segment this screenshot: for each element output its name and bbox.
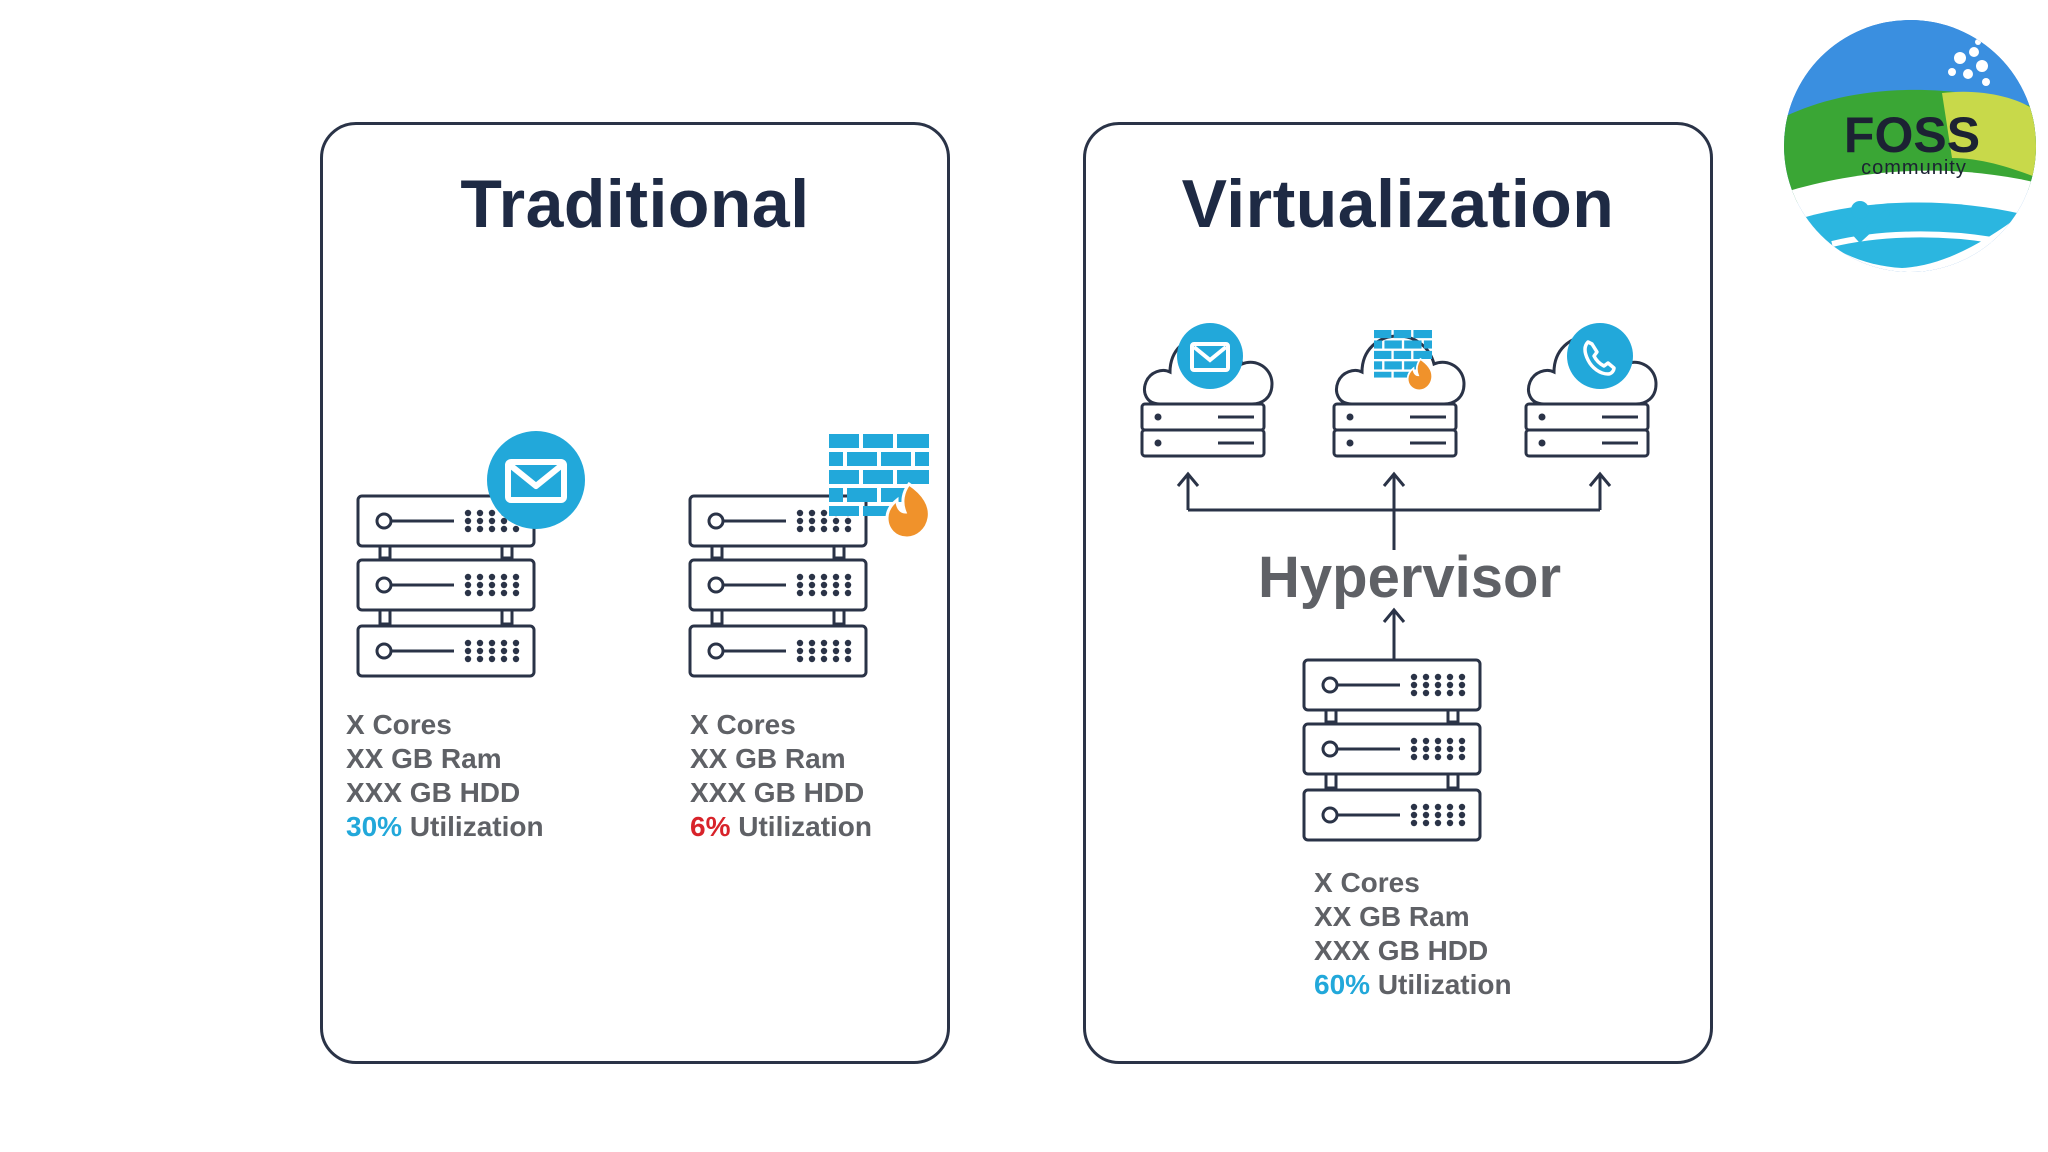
server-rack-icon xyxy=(1302,658,1482,842)
ram-label: XX GB Ram xyxy=(346,743,502,774)
utilization-percent: 60% xyxy=(1314,969,1371,1000)
utilization-label: Utilization xyxy=(409,811,544,842)
host-specs: X Cores XX GB Ram XXX GB HDD 60% Utiliza… xyxy=(1314,866,1512,1002)
logo-tagline: community xyxy=(1861,157,1967,179)
hdd-label: XXX GB HDD xyxy=(1314,935,1489,966)
server-specs: X Cores XX GB Ram XXX GB HDD 6% Utilizat… xyxy=(690,708,872,844)
ram-label: XX GB Ram xyxy=(690,743,846,774)
traditional-title: Traditional xyxy=(460,166,810,242)
logo-wordmark: FOSS xyxy=(1844,107,1980,163)
firewall-icon xyxy=(1372,325,1432,385)
virtual-machine-icon xyxy=(1140,323,1274,458)
cores-label: X Cores xyxy=(690,709,796,740)
virtualization-panel: Virtualization xyxy=(1083,122,1713,1064)
phone-icon xyxy=(1570,325,1630,385)
utilization-percent: 30% xyxy=(346,811,403,842)
arrow-up-icon xyxy=(1382,607,1406,656)
hdd-label: XXX GB HDD xyxy=(690,777,865,808)
foss-community-logo: FOSS community xyxy=(1784,20,2036,272)
firewall-icon xyxy=(827,432,931,540)
utilization-percent: 6% xyxy=(690,811,731,842)
utilization-label: Utilization xyxy=(1377,969,1512,1000)
utilization-label: Utilization xyxy=(738,811,873,842)
virtual-machine-icon xyxy=(1524,323,1658,458)
ram-label: XX GB Ram xyxy=(1314,901,1470,932)
cores-label: X Cores xyxy=(346,709,452,740)
hdd-label: XXX GB HDD xyxy=(346,777,521,808)
virtualization-title: Virtualization xyxy=(1181,166,1615,242)
cores-label: X Cores xyxy=(1314,867,1420,898)
mail-icon xyxy=(1180,325,1240,385)
server-specs: X Cores XX GB Ram XXX GB HDD 30% Utiliza… xyxy=(346,708,544,844)
hypervisor-label: Hypervisor xyxy=(1258,545,1562,610)
mail-icon xyxy=(487,431,585,529)
